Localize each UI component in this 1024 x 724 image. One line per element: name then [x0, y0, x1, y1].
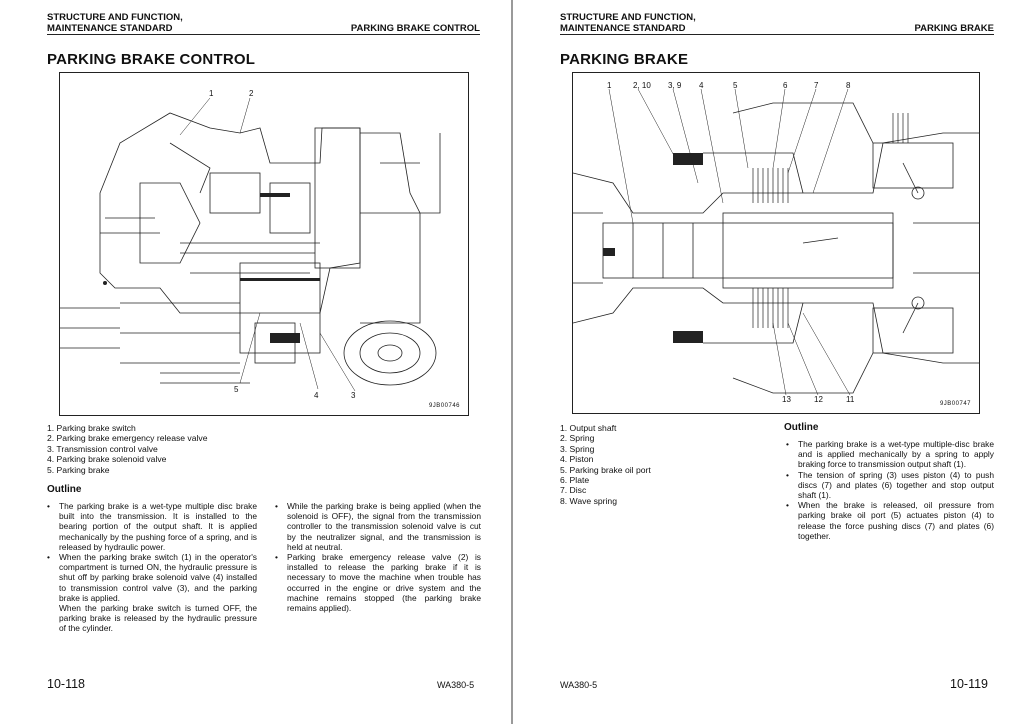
list-item: 8. Wave spring [560, 495, 617, 506]
list-item: 6. Plate [560, 475, 590, 486]
outline-heading: Outline [784, 422, 819, 433]
callout-13: 13 [782, 395, 791, 404]
bullet-continuation: When the parking brake switch is turned … [59, 603, 257, 634]
right-page: STRUCTURE AND FUNCTION, MAINTENANCE STAN… [514, 0, 1024, 724]
header-line-2: MAINTENANCE STANDARD [47, 23, 173, 34]
callout-1: 1 [209, 89, 214, 98]
callout-4: 4 [314, 391, 319, 400]
figure-id: 9JB00746 [428, 403, 460, 409]
page-title: PARKING BRAKE CONTROL [47, 51, 256, 68]
header-topic: PARKING BRAKE CONTROL [350, 23, 480, 34]
page-divider [511, 0, 513, 724]
callout-3: 3 [351, 391, 356, 400]
callout-3-9: 3, 9 [668, 81, 682, 90]
outline-column-2: While the parking brake is being applied… [275, 501, 481, 613]
callout-4: 4 [699, 81, 704, 90]
section-header: STRUCTURE AND FUNCTION, MAINTENANCE STAN… [560, 12, 696, 34]
list-item: 4. Parking brake solenoid valve [47, 454, 167, 465]
page-title: PARKING BRAKE [560, 51, 689, 68]
header-topic: PARKING BRAKE [914, 23, 994, 34]
callout-11: 11 [846, 395, 855, 404]
list-item: 2. Parking brake emergency release valve [47, 433, 208, 444]
page-number: 10-119 [950, 677, 988, 691]
parts-list: 1. Parking brake switch 2. Parking brake… [47, 423, 208, 475]
callout-12: 12 [814, 395, 823, 404]
list-item: 3. Spring [560, 443, 595, 454]
list-item: 1. Output shaft [560, 423, 617, 433]
header-line-1: STRUCTURE AND FUNCTION, [47, 12, 183, 23]
outline-bullets: The parking brake is a wet-type multiple… [786, 439, 994, 541]
list-item: 2. Spring [560, 433, 595, 444]
header-rule [47, 34, 480, 35]
page-number: 10-118 [47, 677, 85, 691]
callout-2-10: 2, 10 [633, 81, 651, 90]
bullet-item: The parking brake is a wet-type multiple… [786, 439, 994, 470]
callout-6: 6 [783, 81, 788, 90]
parts-list: 1. Output shaft 2. Spring 3. Spring 4. P… [560, 423, 651, 506]
model-code: WA380-5 [437, 680, 475, 690]
callout-1: 1 [607, 81, 612, 90]
list-item: 4. Piston [560, 454, 594, 465]
list-item: 3. Transmission control valve [47, 443, 158, 454]
bullet-item: The tension of spring (3) uses piston (4… [786, 470, 994, 501]
list-item: 1. Parking brake switch [47, 423, 136, 433]
bullet-item: Parking brake emergency release valve (2… [275, 552, 481, 613]
bullet-item: While the parking brake is being applied… [275, 501, 481, 552]
outline-heading: Outline [47, 484, 82, 495]
list-item: 7. Disc [560, 485, 587, 496]
list-item: 5. Parking brake [47, 464, 110, 475]
header-line-2: MAINTENANCE STANDARD [560, 23, 686, 34]
brake-cross-section-diagram [573, 88, 979, 396]
model-code: WA380-5 [560, 680, 598, 690]
machine-diagram [60, 97, 441, 392]
parking-brake-figure: 1 2, 10 3, 9 4 5 6 7 8 13 12 11 9JB00747 [572, 72, 980, 414]
section-header: STRUCTURE AND FUNCTION, MAINTENANCE STAN… [47, 12, 183, 34]
list-item: 5. Parking brake oil port [560, 464, 651, 475]
header-rule [560, 34, 994, 35]
callout-2: 2 [249, 89, 254, 98]
callout-8: 8 [846, 81, 851, 90]
callout-7: 7 [814, 81, 819, 90]
bullet-item: The parking brake is a wet-type multiple… [47, 501, 257, 552]
callout-5: 5 [234, 385, 239, 394]
outline-column-1: The parking brake is a wet-type multiple… [47, 501, 257, 634]
bullet-item: When the brake is released, oil pressure… [786, 500, 994, 541]
callout-5: 5 [733, 81, 738, 90]
bullet-item: When the parking brake switch (1) in the… [47, 552, 257, 603]
header-line-1: STRUCTURE AND FUNCTION, [560, 12, 696, 23]
figure-id: 9JB00747 [939, 401, 971, 407]
parking-brake-control-figure: 1 2 5 4 3 9JB00746 [59, 72, 469, 416]
left-page: STRUCTURE AND FUNCTION, MAINTENANCE STAN… [0, 0, 510, 724]
